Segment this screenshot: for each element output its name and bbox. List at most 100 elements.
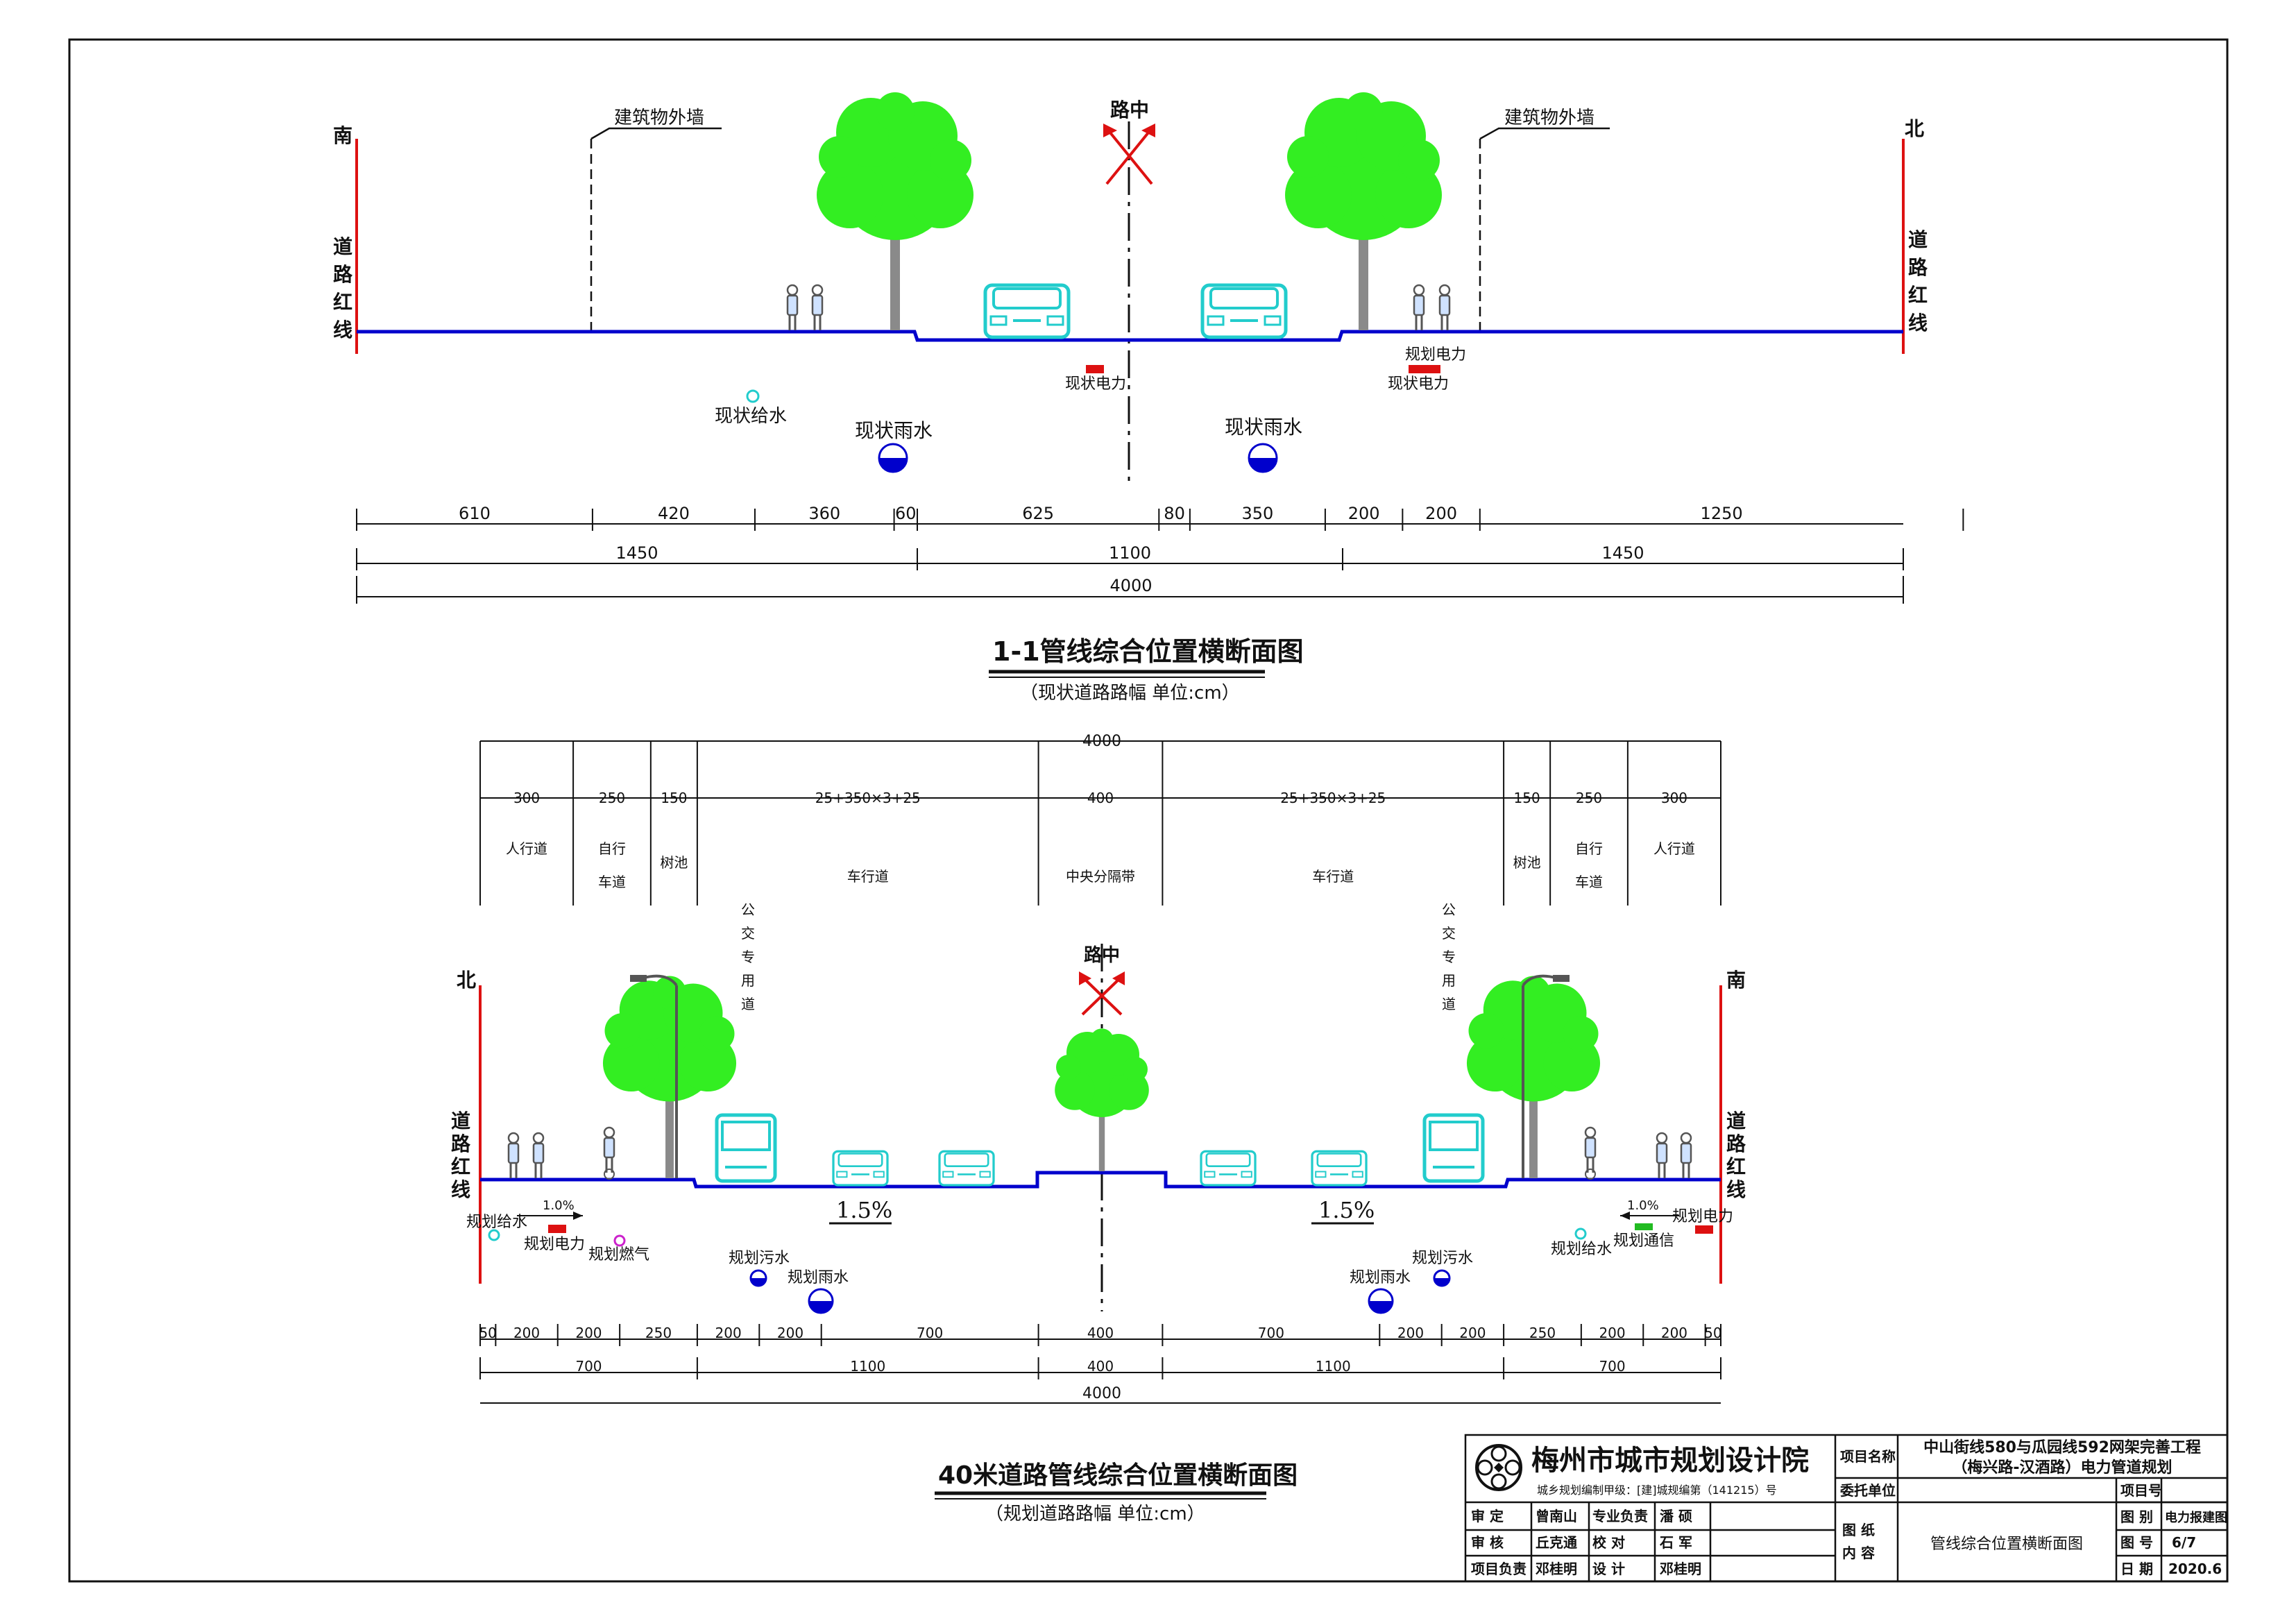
section1-title: 1-1管线综合位置横断面图 (992, 636, 1304, 667)
redline-label-left: 道 路 红 线 (451, 1110, 471, 1201)
dim-total: 4000 (1109, 576, 1152, 595)
dim-label: 25+350×3+25 (815, 790, 921, 806)
redline-char: 道 (333, 235, 352, 258)
dim-label: 1100 (1316, 1358, 1351, 1375)
institute-name: 梅州市城市规划设计院 (1531, 1445, 1809, 1477)
bus-lane-char: 公 (1442, 901, 1456, 918)
redline-label-south: 道 路 红 线 (333, 235, 353, 341)
redline-char: 红 (1908, 284, 1928, 307)
south-label: 南 (1726, 969, 1746, 992)
power-pipe-icon (1695, 1225, 1713, 1234)
zone-label: 树池 (660, 854, 688, 871)
pedestrian-icon (1680, 1132, 1692, 1180)
label-spec: 专业负责 (1592, 1508, 1648, 1524)
dim-label: 80 (1164, 504, 1185, 523)
label-drawing-1: 图 纸 (1842, 1522, 1875, 1538)
redline-char: 道 (1726, 1110, 1746, 1132)
dim-label: 700 (1599, 1358, 1625, 1375)
redline-label-north: 道 路 红 线 (1908, 228, 1928, 334)
slope-side-right: 1.0% (1627, 1198, 1659, 1213)
pipe-label-sewage-right: 规划污水 (1412, 1250, 1473, 1267)
pipe-label-water: 现状给水 (715, 406, 787, 427)
title-block: 梅州市城市规划设计院 城乡规划编制甲级：[建]城规编第（141215）号 审 定… (1464, 1434, 2229, 1583)
dim-label: 200 (1459, 1325, 1486, 1341)
pipe-label-water-right: 规划给水 (1551, 1241, 1612, 1258)
dim-label: 300 (1661, 790, 1687, 806)
dim-label: 200 (1425, 504, 1457, 523)
dim-label: 60 (895, 504, 917, 523)
car-icon (1311, 1150, 1368, 1187)
label-client: 委托单位 (1839, 1482, 1896, 1499)
date-value: 2020.6 (2168, 1561, 2222, 1577)
name-lead: 邓桂明 (1536, 1561, 1577, 1577)
street-lamp-icon (1522, 974, 1570, 1178)
institute-logo (1475, 1444, 1522, 1491)
drawing-content: 管线综合位置横断面图 (1930, 1536, 2083, 1553)
bus-icon (1425, 1115, 1483, 1181)
bus-lane-char: 用 (1442, 972, 1456, 989)
pipe-label-rain-right: 现状雨水 (1225, 416, 1302, 439)
bus-lane-char: 交 (1442, 925, 1456, 942)
redline-char: 道 (451, 1110, 470, 1132)
dim-label: 420 (658, 504, 690, 523)
redline-char: 道 (1908, 228, 1928, 251)
car-icon (832, 1150, 889, 1187)
dimension-lines (357, 523, 1903, 597)
north-label: 北 (457, 969, 476, 992)
pedestrian-icon (1413, 284, 1425, 332)
zone-dividers (479, 741, 1721, 906)
dim-label: 1100 (850, 1358, 885, 1375)
bus-lane-char: 专 (741, 949, 755, 965)
pipe-label-power-mid: 现状电力 (1065, 375, 1126, 393)
label-project: 项目名称 (1840, 1448, 1896, 1465)
bus-lane-char: 用 (741, 972, 755, 989)
dim-label: 1250 (1701, 504, 1743, 523)
zone-label: 人行道 (1653, 840, 1695, 857)
pedestrian-icon (507, 1132, 520, 1180)
wall-label-right: 建筑物外墙 (1504, 108, 1595, 128)
tree-icon (1055, 1028, 1149, 1171)
label-lead: 项目负责 (1471, 1561, 1527, 1577)
name-design: 邓桂明 (1660, 1561, 1701, 1577)
redline-char: 路 (451, 1132, 471, 1155)
dim-label: 400 (1087, 790, 1114, 806)
bus-lane-char: 道 (741, 996, 755, 1012)
institute-license: 城乡规划编制甲级：[建]城规编第（141215）号 (1537, 1484, 1777, 1497)
zone-label: 车道 (598, 874, 626, 890)
dim-label: 400 (1087, 1325, 1114, 1341)
dim-label: 150 (1514, 790, 1540, 806)
redline-char: 线 (451, 1178, 470, 1201)
dim-label: 1450 (1601, 543, 1644, 563)
building-wall-left: 建筑物外墙 (590, 108, 722, 332)
label-review: 审 核 (1471, 1534, 1504, 1551)
label-category: 图 别 (2120, 1509, 2153, 1525)
pedestrian-icon (1656, 1132, 1668, 1180)
power-pipe-icon (1409, 365, 1440, 373)
label-approve: 审 定 (1471, 1508, 1504, 1524)
zone-label: 自行 (598, 840, 626, 857)
pipe-label-telecom: 规划通信 (1613, 1232, 1674, 1250)
dim-label: 200 (1599, 1325, 1625, 1341)
label-drawing-2: 内 容 (1842, 1545, 1875, 1561)
section2-subtitle: （规划道路路幅 单位:cm） (985, 1504, 1205, 1524)
dim-label: 250 (1576, 790, 1602, 806)
redline-char: 线 (1726, 1178, 1746, 1201)
water-pipe-icon (488, 1229, 500, 1241)
zone-label: 自行 (1575, 840, 1603, 857)
name-approve: 曾南山 (1536, 1508, 1577, 1524)
center-label: 路中 (1084, 944, 1120, 966)
zone-label: 车行道 (1312, 868, 1354, 885)
section2-title: 40米道路管线综合位置横断面图 (938, 1461, 1298, 1490)
power-pipe-icon (1086, 365, 1104, 373)
dim-label: 350 (1241, 504, 1273, 523)
tree-icon (1466, 976, 1601, 1178)
car-icon (1200, 1150, 1257, 1187)
pipe-label-power-right: 规划电力 (1672, 1208, 1733, 1225)
zone-label: 中央分隔带 (1066, 868, 1135, 885)
dim-label: 610 (459, 504, 491, 523)
redline-char: 红 (333, 291, 352, 314)
water-pipe-icon (1574, 1227, 1587, 1240)
